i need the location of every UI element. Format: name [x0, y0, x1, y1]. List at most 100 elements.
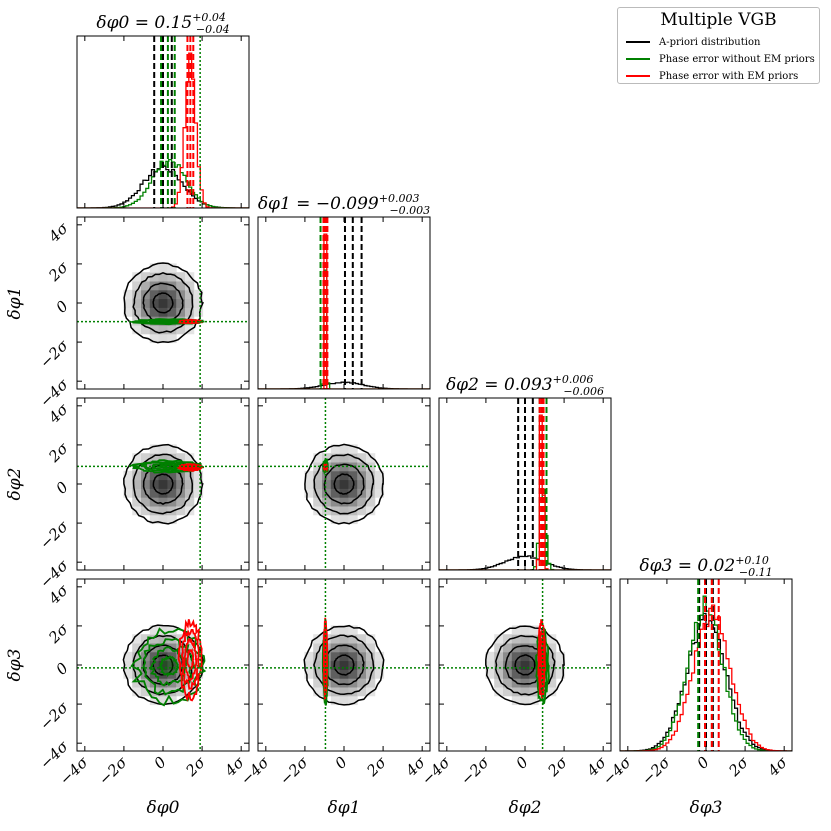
density-cell — [339, 678, 349, 688]
density-cell — [485, 660, 495, 670]
density-cell — [149, 333, 160, 344]
density-cell — [193, 479, 204, 489]
apriori-contour — [303, 624, 385, 706]
density-cell — [511, 695, 522, 706]
density-cell — [365, 453, 376, 463]
histogram-panel-3 — [620, 579, 792, 751]
x-tick-label: 2σ — [724, 753, 752, 781]
density-cell — [485, 651, 495, 662]
density-cell — [339, 651, 349, 662]
density-cell — [167, 333, 177, 344]
histogram-panel-0 — [77, 36, 249, 208]
density-cell — [158, 643, 168, 653]
density-cell — [141, 505, 151, 516]
density-cell — [365, 660, 376, 670]
panel-title-1: δφ1 = −0.099+0.003−0.003 — [258, 192, 430, 217]
panel-2-1 — [258, 398, 430, 570]
apriori-contour — [152, 292, 174, 314]
density-cell — [141, 686, 151, 697]
density-cell — [313, 488, 323, 498]
density-cell — [546, 651, 557, 662]
density-cell — [167, 263, 177, 273]
density-cell — [348, 488, 358, 498]
density-cell — [348, 470, 358, 481]
density-cell — [313, 686, 323, 697]
density-cell — [176, 678, 186, 688]
density-cell — [149, 695, 160, 706]
x-tick-label: 4σ — [764, 753, 792, 781]
legend-title: Multiple VGB — [660, 10, 777, 30]
density-cell — [330, 651, 341, 662]
density-cell — [193, 289, 204, 300]
density-cell — [158, 514, 168, 525]
density-cell — [348, 651, 358, 662]
x-tick-label: 2σ — [181, 753, 209, 781]
density-cell — [158, 660, 168, 670]
legend-swatch-green — [626, 58, 650, 60]
y-tick-label: −2σ — [36, 698, 72, 734]
density-cell — [167, 453, 177, 463]
density-cell — [167, 488, 177, 498]
title-minus: −0.006 — [563, 385, 604, 398]
density-cell — [529, 686, 539, 697]
title-plus: +0.006 — [553, 373, 594, 386]
density-cell — [330, 686, 341, 697]
density-cell — [546, 686, 557, 697]
y-tick-label: 0 — [52, 478, 72, 498]
density-cell — [158, 298, 168, 308]
histogram-panel-1 — [258, 217, 430, 389]
x-tick-label: −2σ — [457, 753, 493, 789]
density-cell — [123, 479, 133, 489]
density-cell — [193, 307, 204, 317]
legend-swatch-black — [626, 41, 650, 43]
density-cell — [141, 634, 151, 644]
density-cell — [529, 695, 539, 706]
title-plus: +0.04 — [192, 11, 226, 24]
density-cell — [149, 625, 160, 635]
density-cell — [357, 643, 367, 653]
density-cell — [149, 660, 160, 670]
density-cell — [348, 514, 358, 525]
density-cell — [132, 453, 142, 463]
density-cell — [494, 643, 504, 653]
red-contour — [177, 463, 204, 472]
density-cell — [348, 686, 358, 697]
density-cell — [322, 453, 332, 463]
density-cell — [520, 625, 530, 635]
density-cell — [357, 497, 367, 507]
density-cell — [313, 497, 323, 507]
density-cell — [313, 505, 323, 516]
y-tick-label: −2σ — [36, 517, 72, 553]
density-cell — [546, 678, 557, 688]
density-cell — [149, 514, 160, 525]
density-cell — [141, 678, 151, 688]
density-cell — [330, 453, 341, 463]
red-contour — [180, 628, 200, 691]
density-cell — [141, 281, 151, 291]
density-cell — [520, 678, 530, 688]
density-cell — [158, 324, 168, 335]
density-cell — [348, 444, 358, 454]
density-cell — [330, 470, 341, 481]
density-cell — [313, 669, 323, 679]
density-cell — [503, 678, 513, 688]
density-cell — [123, 651, 133, 662]
y-tick-label: 0 — [52, 659, 72, 679]
y-tick-label: 4σ — [44, 218, 72, 246]
density-cell — [132, 307, 142, 317]
density-cell — [485, 669, 495, 679]
density-cell — [132, 479, 142, 489]
density-cell — [149, 479, 160, 489]
density-cell — [132, 643, 142, 653]
density-cell — [141, 453, 151, 463]
density-cell — [330, 634, 341, 644]
density-cell — [365, 651, 376, 662]
y-tick-label: 2σ — [44, 257, 72, 285]
density-cell — [339, 479, 349, 489]
density-cell — [357, 505, 367, 516]
red-contour — [177, 318, 204, 325]
density-cell — [132, 289, 142, 300]
density-cell — [546, 634, 557, 644]
green-contour — [130, 627, 207, 707]
